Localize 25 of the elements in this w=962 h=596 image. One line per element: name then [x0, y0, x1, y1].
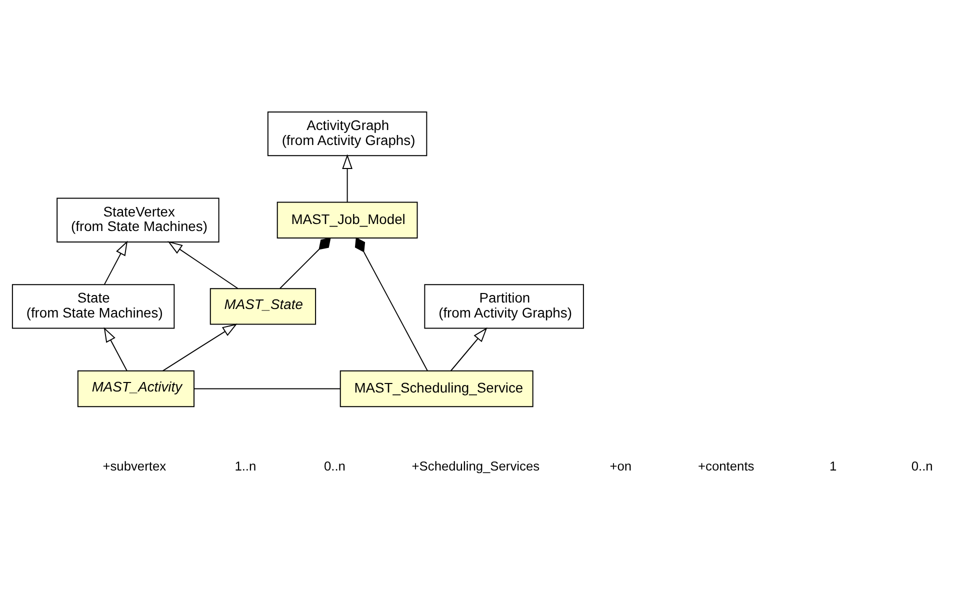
node-box: ActivityGraph (from Activity Graphs)	[267, 110, 428, 156]
connector	[354, 236, 428, 371]
connector	[194, 388, 340, 389]
node-box: Partition (from Activity Graphs)	[424, 284, 584, 328]
arrow	[168, 240, 238, 289]
node-box: MAST_Scheduling_Service	[340, 370, 534, 407]
label: +on	[610, 458, 632, 474]
arrow	[162, 323, 238, 371]
arrow	[342, 154, 353, 202]
arrow	[450, 326, 488, 371]
label: +contents	[698, 458, 754, 474]
label: +subvertex	[102, 458, 166, 474]
label: +Scheduling_Services	[412, 458, 540, 474]
label: 0..n	[324, 458, 346, 474]
label: 1	[830, 458, 837, 474]
node-box: State (from State Machines)	[12, 284, 175, 328]
node-box: StateVertex (from State Machines)	[56, 197, 220, 242]
arrow	[104, 326, 128, 371]
label: 0..n	[911, 458, 933, 474]
arrow	[104, 240, 128, 285]
node-box: MAST_State	[210, 288, 316, 324]
label: 1..n	[234, 458, 256, 474]
connector	[280, 237, 331, 288]
node-box: MAST_Job_Model	[276, 201, 418, 238]
node-box: MAST_Activity	[77, 370, 194, 407]
